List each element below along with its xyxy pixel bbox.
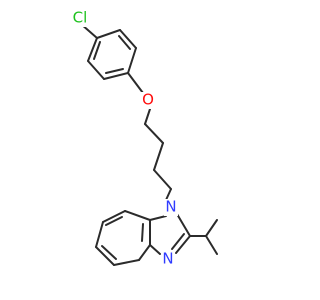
bond xyxy=(205,219,218,237)
bond xyxy=(205,235,218,255)
bond xyxy=(149,215,167,221)
double-bond xyxy=(101,245,117,260)
imidazole-ring xyxy=(149,213,191,255)
bond xyxy=(175,235,191,254)
bond xyxy=(103,72,129,80)
bond xyxy=(113,259,140,266)
double-bond xyxy=(93,41,101,60)
nitrogen-1-label: N xyxy=(165,198,176,216)
bond xyxy=(149,244,161,255)
chlorophenyl-ring xyxy=(87,29,137,80)
bond xyxy=(96,29,121,39)
bond xyxy=(95,246,115,266)
bond xyxy=(87,60,105,80)
double-bond xyxy=(118,35,131,50)
structure-diagram: Cl O N N xyxy=(70,8,218,268)
bond xyxy=(102,210,126,223)
bond xyxy=(138,244,151,261)
double-bond xyxy=(171,233,185,250)
bond-c-o xyxy=(127,72,144,94)
chain-bond xyxy=(153,169,172,190)
double-bond xyxy=(105,68,124,74)
benzo-ring xyxy=(95,210,151,266)
bond xyxy=(176,213,191,237)
nitrogen-2-label: N xyxy=(162,250,173,268)
chlorine-label: Cl xyxy=(73,9,88,27)
bond xyxy=(119,29,137,49)
chain-bond xyxy=(165,188,172,201)
atom-o: O xyxy=(141,91,155,109)
atom-cl: Cl xyxy=(70,9,90,27)
double-bond xyxy=(105,216,123,226)
oxygen-label: O xyxy=(142,91,154,109)
bond xyxy=(127,47,137,74)
atom-n2: N xyxy=(161,250,175,268)
chain-bond xyxy=(153,142,164,171)
atom-n1: N xyxy=(164,198,178,216)
bond xyxy=(95,221,104,248)
bond xyxy=(87,37,98,62)
bond xyxy=(124,210,151,221)
chain-bond xyxy=(144,123,164,144)
double-bond xyxy=(141,223,144,242)
